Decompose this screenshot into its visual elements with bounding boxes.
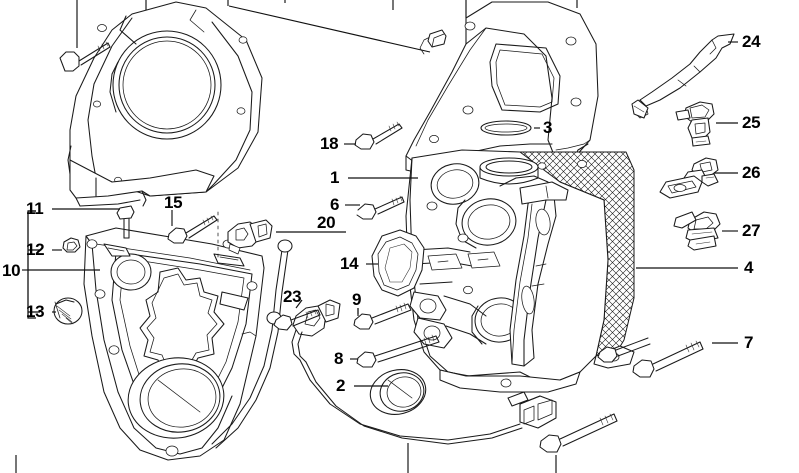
- part-7-long-bolt: [632, 340, 704, 378]
- bolt-upper-left: [59, 41, 111, 72]
- callout-3[interactable]: 3: [543, 118, 553, 137]
- part-8-bolt: [356, 334, 440, 368]
- part-13-plug: [53, 297, 83, 325]
- bolt-near-23: [273, 309, 321, 331]
- dowel-pin-top: [427, 29, 447, 48]
- callout-8[interactable]: 8: [334, 349, 344, 368]
- bolt-lower-center: [539, 413, 618, 453]
- callout-25[interactable]: 25: [742, 113, 761, 132]
- part-14-gasket: [371, 229, 425, 297]
- part-15-bolt: [167, 210, 218, 244]
- callout-1[interactable]: 1: [330, 168, 340, 187]
- part-25-cable-clamp: [675, 101, 715, 147]
- bolt-part4-lower: [597, 337, 651, 363]
- part-6-bolt: [356, 195, 405, 220]
- callout-4[interactable]: 4: [744, 258, 754, 277]
- part-11-stud: [116, 205, 135, 239]
- callout-23[interactable]: 23: [283, 287, 302, 306]
- part-upper-right-cover: [405, 1, 599, 175]
- part-9-bolt: [353, 302, 412, 330]
- part-24-guide-rail: [631, 33, 735, 119]
- leader-diagonal-top: [228, 5, 431, 53]
- part-27-clip: [673, 211, 721, 251]
- callout-11[interactable]: 11: [26, 199, 44, 218]
- callout-27[interactable]: 27: [742, 221, 761, 240]
- part-10-lower-cover: [83, 227, 293, 461]
- callout-20[interactable]: 20: [317, 213, 336, 232]
- part-3-o-ring: [480, 120, 532, 136]
- callout-10[interactable]: 10: [2, 261, 21, 280]
- callout-13[interactable]: 13: [26, 302, 45, 321]
- callout-24[interactable]: 24: [742, 32, 761, 51]
- part-23-pulse-generator: [291, 299, 557, 445]
- part-12-nut: [62, 237, 81, 253]
- callout-18[interactable]: 18: [320, 134, 339, 153]
- part-upper-left-belt-cover: [67, 1, 263, 207]
- callout-6[interactable]: 6: [330, 195, 340, 214]
- part-2-shaft-seal: [369, 369, 427, 415]
- part-20-sensor-bracket: [227, 219, 273, 255]
- callout-26[interactable]: 26: [742, 163, 761, 182]
- callout-leaders: [22, 41, 738, 387]
- callout-15[interactable]: 15: [164, 193, 183, 212]
- callout-2[interactable]: 2: [336, 376, 346, 395]
- edge-leader-lines: [15, 0, 578, 473]
- callout-9[interactable]: 9: [352, 290, 362, 309]
- part-26-cable-bracket: [659, 157, 719, 199]
- callout-7[interactable]: 7: [744, 333, 754, 352]
- callout-12[interactable]: 12: [26, 240, 45, 259]
- part-main-timing-case: [405, 149, 635, 393]
- part-18-bolt: [354, 121, 403, 150]
- callout-14[interactable]: 14: [340, 254, 359, 273]
